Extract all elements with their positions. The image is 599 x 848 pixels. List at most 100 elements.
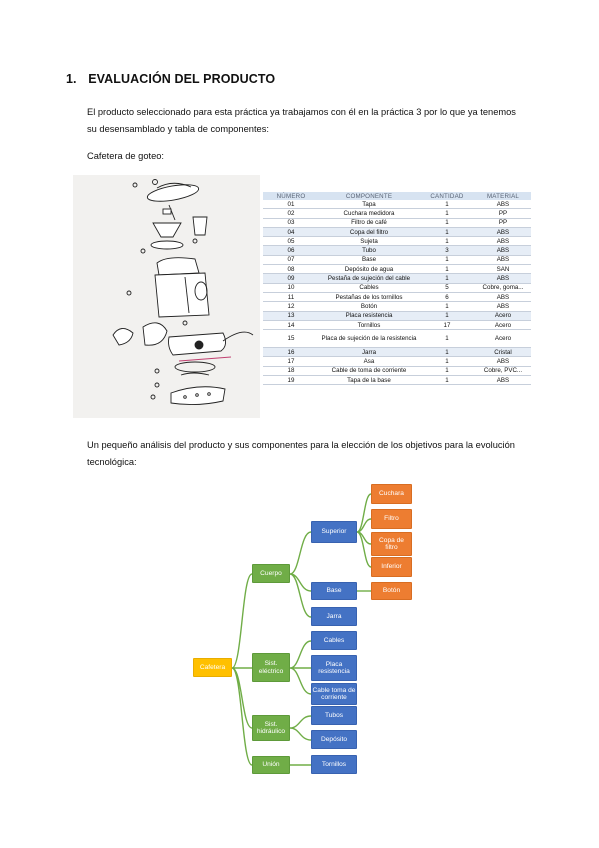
cell-number: 18: [263, 366, 319, 377]
col-header-component: COMPONENTE: [319, 192, 419, 200]
table-header-row: NÚMERO COMPONENTE CANTIDAD MATERIAL: [263, 192, 531, 200]
cell-material: ABS: [475, 245, 531, 256]
cell-number: 08: [263, 264, 319, 275]
connector-hidraulico: [289, 715, 312, 741]
cell-number: 11: [263, 292, 319, 303]
connector-cuerpo: [289, 531, 312, 618]
cell-number: 15: [263, 329, 319, 349]
node-boton: Botón: [371, 582, 412, 600]
analysis-paragraph: Un pequeño análisis del producto y sus c…: [87, 440, 515, 467]
cell-material: Cobre, PVC...: [475, 366, 531, 377]
cell-material: PP: [475, 218, 531, 228]
cell-quantity: 1: [419, 329, 475, 349]
node-tornillos: Tornillos: [311, 755, 357, 774]
cell-number: 10: [263, 283, 319, 293]
section-title: EVALUACIÓN DEL PRODUCTO: [88, 72, 276, 86]
cell-component: Botón: [319, 301, 419, 312]
connector-superior: [356, 493, 372, 568]
cell-number: 17: [263, 356, 319, 367]
cell-material: ABS: [475, 200, 531, 210]
node-tubos: Tubos: [311, 706, 357, 725]
connector-root: [231, 573, 253, 766]
cell-quantity: 17: [419, 320, 475, 331]
cell-component: Cable de toma de corriente: [319, 366, 419, 377]
section-heading: 1. EVALUACIÓN DEL PRODUCTO: [66, 72, 275, 86]
cell-component: Tapa de la base: [319, 375, 419, 386]
node-inferior: Inferior: [371, 557, 412, 577]
cell-quantity: 1: [419, 301, 475, 312]
cell-quantity: 1: [419, 311, 475, 321]
cell-quantity: 6: [419, 292, 475, 303]
cell-component: Cuchara medidora: [319, 208, 419, 219]
cell-number: 02: [263, 208, 319, 219]
cell-number: 04: [263, 227, 319, 238]
connector-electrico: [289, 640, 312, 695]
cell-component: Tubo: [319, 245, 419, 256]
section-number: 1.: [66, 72, 77, 86]
cell-number: 16: [263, 347, 319, 358]
cell-material: PP: [475, 208, 531, 219]
cell-number: 12: [263, 301, 319, 312]
cell-number: 13: [263, 311, 319, 321]
cell-quantity: 1: [419, 227, 475, 238]
node-cable-toma: Cable toma de corriente: [311, 683, 357, 705]
node-deposito: Depósito: [311, 730, 357, 749]
cell-material: Cobre, goma...: [475, 283, 531, 293]
cell-material: ABS: [475, 356, 531, 367]
cell-component: Placa de sujeción de la resistencia: [319, 329, 419, 349]
cell-number: 01: [263, 200, 319, 210]
cell-quantity: 1: [419, 200, 475, 210]
cell-quantity: 1: [419, 255, 475, 266]
cell-number: 19: [263, 375, 319, 386]
node-placa-resistencia: Placa resistencia: [311, 655, 357, 681]
cell-component: Asa: [319, 356, 419, 367]
cell-number: 05: [263, 236, 319, 247]
cell-component: Sujeta: [319, 236, 419, 247]
cell-material: ABS: [475, 255, 531, 266]
node-sist-electrico: Sist. eléctrico: [252, 653, 290, 682]
cell-material: Acero: [475, 320, 531, 331]
cell-quantity: 3: [419, 245, 475, 256]
cell-quantity: 1: [419, 375, 475, 386]
cell-material: SAN: [475, 264, 531, 275]
node-cafetera: Cafetera: [193, 658, 232, 677]
cell-number: 09: [263, 273, 319, 284]
cell-quantity: 1: [419, 208, 475, 219]
cell-quantity: 5: [419, 283, 475, 293]
cell-material: Cristal: [475, 347, 531, 358]
col-header-material: MATERIAL: [475, 192, 531, 200]
cell-component: Tornillos: [319, 320, 419, 331]
node-base: Base: [311, 582, 357, 600]
cell-component: Cables: [319, 283, 419, 293]
cell-quantity: 1: [419, 264, 475, 275]
cell-number: 07: [263, 255, 319, 266]
col-header-number: NÚMERO: [263, 192, 319, 200]
node-cables: Cables: [311, 631, 357, 650]
cell-number: 14: [263, 320, 319, 331]
cell-quantity: 1: [419, 236, 475, 247]
node-copa-filtro: Copa de filtro: [371, 532, 412, 556]
node-superior: Superior: [311, 521, 357, 543]
cell-component: Copa del filtro: [319, 227, 419, 238]
node-filtro: Filtro: [371, 509, 412, 529]
product-breakdown-diagram: Cafetera Cuerpo Sist. eléctrico Sist. hi…: [190, 478, 420, 778]
cell-quantity: 1: [419, 347, 475, 358]
cell-quantity: 1: [419, 356, 475, 367]
intro-paragraph: El producto seleccionado para esta práct…: [87, 107, 516, 134]
